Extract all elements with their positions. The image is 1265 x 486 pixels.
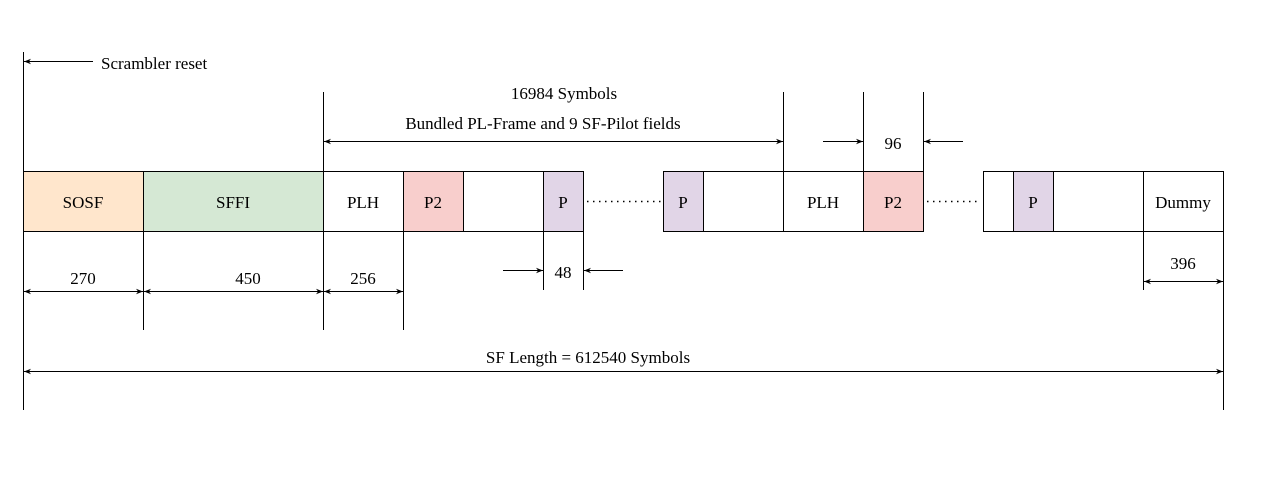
frame-blocks (23, 171, 1224, 232)
plh-label-2: PLH (807, 193, 839, 212)
plh-label-1: PLH (347, 193, 379, 212)
bundled-label: Bundled PL-Frame and 9 SF-Pilot fields (405, 114, 680, 133)
dim-450-label: 450 (235, 269, 261, 288)
p2-label-2: P2 (884, 193, 902, 212)
dim-270-label: 270 (70, 269, 96, 288)
pilot-label-3: P (1028, 193, 1037, 212)
scrambler-reset-label: Scrambler reset (101, 54, 207, 73)
symbols-16984-label: 16984 Symbols (511, 84, 617, 103)
extension-lines (23, 52, 1224, 410)
sosf-block (23, 171, 144, 232)
pilot-label-2: P (678, 193, 687, 212)
pilot-block-2 (663, 171, 704, 232)
data-block-2 (703, 171, 784, 232)
data-block-4 (1053, 171, 1144, 232)
sffi-block (143, 171, 324, 232)
p2-block-2 (863, 171, 924, 232)
dim-96-label: 96 (885, 134, 902, 153)
pilot-block-1 (543, 171, 584, 232)
dim-48-label: 48 (555, 263, 572, 282)
sffi-label: SFFI (216, 193, 250, 212)
pilot-label-1: P (558, 193, 567, 212)
data-block-3 (983, 171, 1014, 232)
data-block-1 (463, 171, 544, 232)
p2-label-1: P2 (424, 193, 442, 212)
dim-396-label: 396 (1170, 254, 1196, 273)
pilot-block-3 (1013, 171, 1054, 232)
dim-256-label: 256 (350, 269, 376, 288)
dummy-label: Dummy (1155, 193, 1211, 212)
plh-block-2 (783, 171, 864, 232)
plh-block-1 (323, 171, 404, 232)
dummy-block (1143, 171, 1224, 232)
sf-length-label: SF Length = 612540 Symbols (486, 348, 690, 367)
sosf-label: SOSF (63, 193, 104, 212)
